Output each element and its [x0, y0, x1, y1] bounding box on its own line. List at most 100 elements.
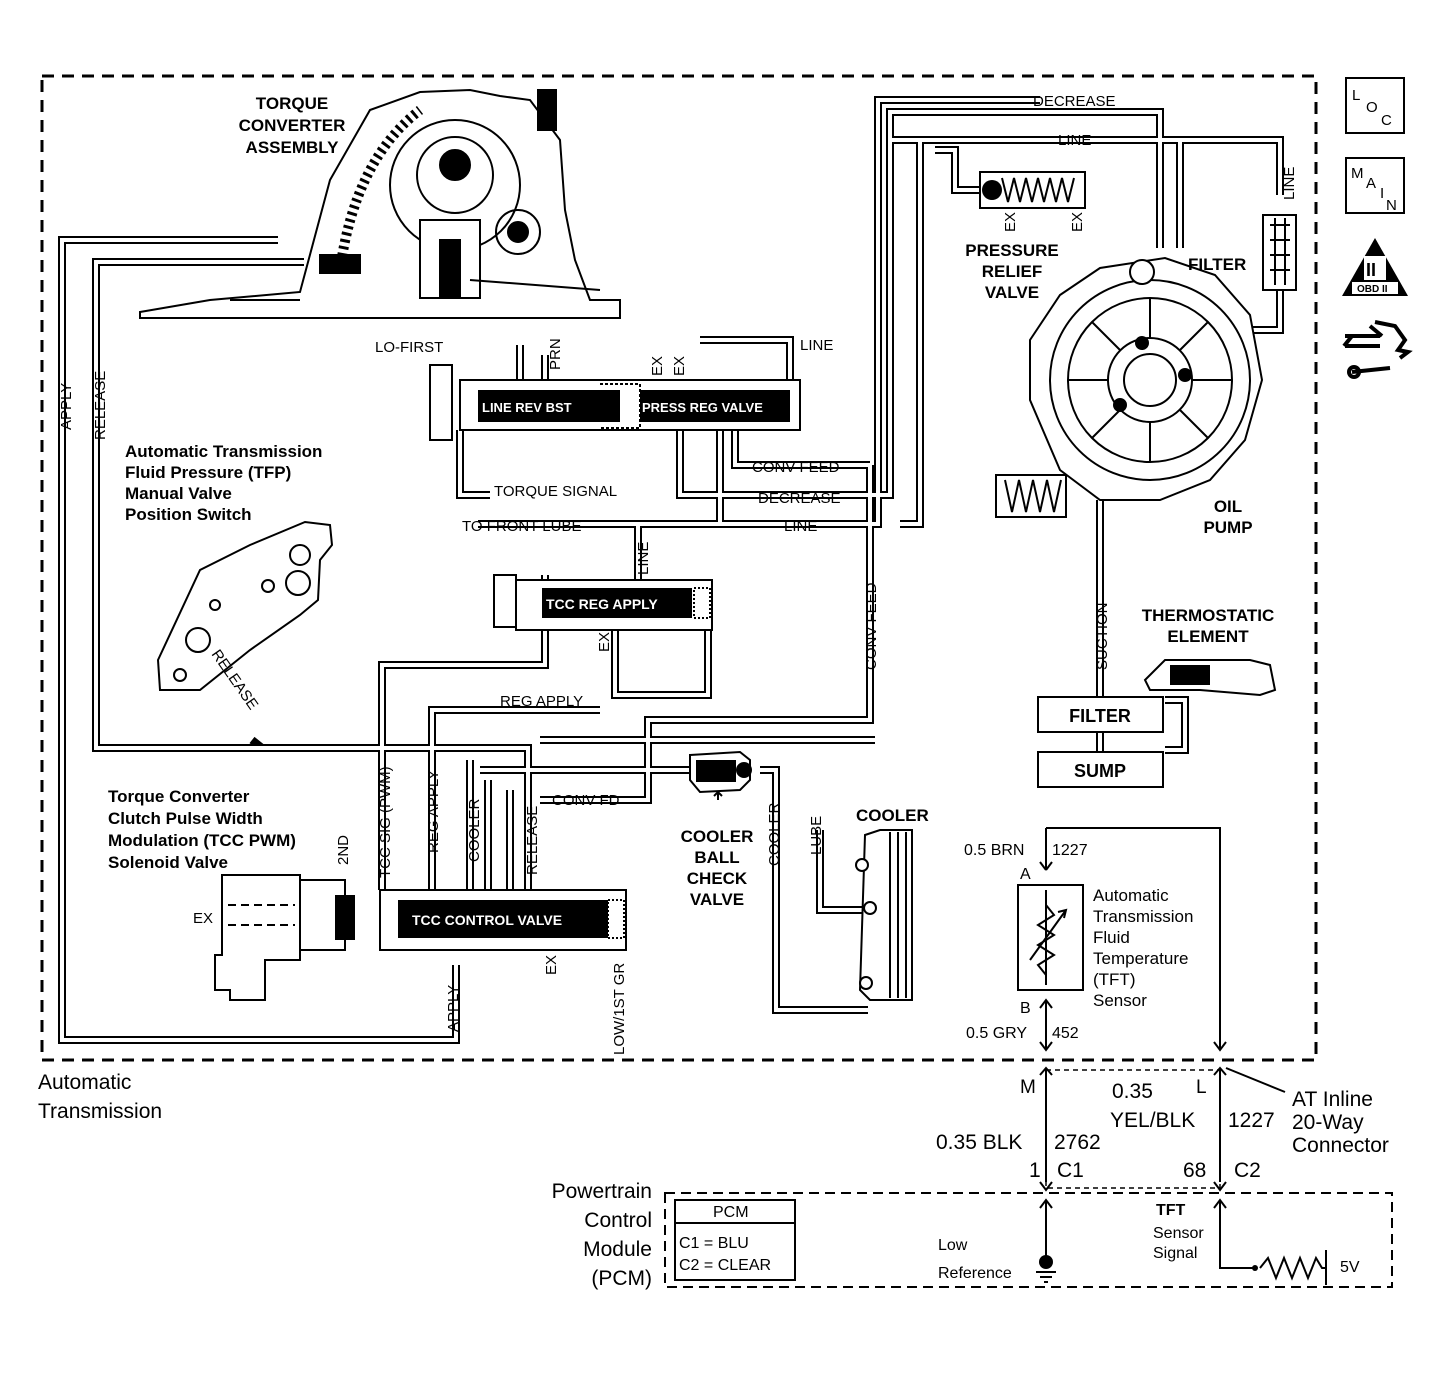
wrench-arrows-icon: [1342, 320, 1413, 379]
circuit-l-label: 1227: [1228, 1109, 1275, 1132]
circuit-b-label: 452: [1052, 1025, 1079, 1042]
suction-label: SUCTION: [1094, 603, 1111, 671]
main-icon: M A I N: [1345, 157, 1405, 214]
pcm-box-title: PCM: [713, 1204, 749, 1221]
pin-l-label: L: [1196, 1077, 1207, 1098]
cooler-drawing: [855, 829, 913, 1001]
line-pressure-valve-drawing: LINE REV BST PRESS REG VALVE: [429, 364, 801, 441]
conv-feed-h-label: CONV FEED: [752, 459, 840, 476]
pin-68-label: 68: [1183, 1159, 1206, 1182]
svg-text:O: O: [1366, 99, 1378, 116]
ex-relief1-label: EX: [1002, 212, 1019, 232]
conn-c1-label: C1: [1057, 1159, 1084, 1182]
torque-converter-drawing: [139, 88, 621, 319]
cooler-ball-check-drawing: [689, 750, 752, 800]
pcm-labels: PCM C1 = BLU C2 = CLEAR Low Reference TF…: [679, 1202, 1360, 1282]
tft-sensor-drawing: [1017, 884, 1084, 991]
ex-reg-label: EX: [596, 632, 613, 652]
decrease-mid-label: DECREASE: [758, 490, 841, 507]
line-right-label: LINE: [1281, 167, 1298, 200]
transmission-border: [40, 74, 1318, 1062]
conn-c2-label: C2: [1234, 1159, 1261, 1182]
cooler-v1-label: COOLER: [466, 798, 483, 862]
tcc-control-drawing: TCC CONTROL VALVE: [214, 874, 627, 1001]
line-vert-label: LINE: [635, 542, 652, 575]
pcm-box: [674, 1199, 796, 1281]
ex1-label: EX: [649, 356, 666, 376]
oil-pump-drawing: [995, 256, 1264, 518]
pcm-c2: C2 = CLEAR: [679, 1257, 771, 1274]
tcc-control-valve-label: TCC CONTROL VALVE: [412, 912, 562, 928]
sump-box-label: SUMP: [1074, 761, 1126, 781]
line-top-label: LINE: [800, 337, 833, 354]
svg-text:C: C: [1381, 112, 1392, 129]
line-rev-bst-label: LINE REV BST: [482, 400, 572, 415]
sump-box: [1037, 751, 1164, 788]
ex-control-label: EX: [543, 955, 560, 975]
ground-node: [1039, 1255, 1053, 1269]
low-1st-label: LOW/1ST GR: [611, 963, 628, 1055]
lo-first-label: LO-FIRST: [375, 339, 443, 356]
conv-feed-v-label: CONV FEED: [863, 582, 880, 670]
line-mid-label: LINE: [784, 518, 817, 535]
svg-text:II: II: [1366, 260, 1376, 280]
filter-top-drawing: [1262, 214, 1297, 291]
pin-a-label: A: [1020, 866, 1031, 883]
cooler-label: COOLER: [856, 806, 929, 825]
svg-text:A: A: [1366, 175, 1376, 192]
loc-icon: L O C: [1345, 77, 1405, 134]
wire-yel-2-label: YEL/BLK: [1110, 1109, 1195, 1132]
line-upper-label: LINE: [1058, 132, 1091, 149]
tfp-switch-drawing: [156, 520, 334, 691]
pin-1-label: 1: [1029, 1159, 1041, 1182]
svg-text:OBD II: OBD II: [1357, 284, 1388, 295]
svg-text:N: N: [1386, 197, 1397, 214]
svg-text:I: I: [1380, 185, 1384, 202]
reg-apply-h-label: REG APPLY: [500, 693, 583, 710]
wire-blk-label: 0.35 BLK: [936, 1131, 1022, 1154]
pressure-relief-drawing: [979, 171, 1086, 209]
pin-b-label: B: [1020, 1000, 1031, 1017]
hydraulic-passages: [58, 96, 1284, 1044]
wiring-labels: 0.5 BRN 1227 A B 0.5 GRY 452 M L 0.35 YE…: [936, 842, 1275, 1182]
voltage-label: 5V: [1340, 1259, 1360, 1276]
tft-sig-1: TFT: [1156, 1202, 1186, 1219]
wire-yel-1-label: 0.35: [1112, 1080, 1153, 1103]
low-ref-2: Reference: [938, 1265, 1012, 1282]
apply-label: APPLY: [58, 383, 75, 430]
to-front-lube-label: TO FRONT LUBE: [462, 518, 581, 535]
pcm-c1: C1 = BLU: [679, 1235, 749, 1252]
decrease-top-label: DECREASE: [1033, 93, 1116, 110]
cooler-v2-label: COOLER: [766, 802, 783, 866]
svg-text:M: M: [1351, 165, 1364, 182]
ex-relief2-label: EX: [1069, 212, 1086, 232]
release-v-label: RELEASE: [524, 806, 541, 875]
pin-m-label: M: [1020, 1077, 1036, 1098]
passage-labels: LO-FIRST LINE TORQUE SIGNAL CONV FEED DE…: [193, 93, 1116, 927]
lube-label: LUBE: [808, 816, 825, 855]
filter-box-label: FILTER: [1069, 706, 1131, 726]
tcc-sig-label: TCC SIG (PWM): [377, 766, 394, 878]
pcm-outline: [664, 1192, 1393, 1288]
press-reg-valve-label: PRESS REG VALVE: [642, 400, 763, 415]
filter-box: [1037, 696, 1164, 733]
torque-signal-label: TORQUE SIGNAL: [494, 483, 617, 500]
wire-a-label: 0.5 BRN: [964, 842, 1024, 859]
thermostatic-element-drawing: [1143, 659, 1277, 697]
obd-ii-icon: II OBD II: [1342, 238, 1408, 296]
wire-b-label: 0.5 GRY: [966, 1025, 1027, 1042]
tft-sig-2: Sensor: [1153, 1225, 1204, 1242]
tcc-reg-apply-label: TCC REG APPLY: [546, 596, 658, 612]
signal-node: [1252, 1265, 1258, 1271]
